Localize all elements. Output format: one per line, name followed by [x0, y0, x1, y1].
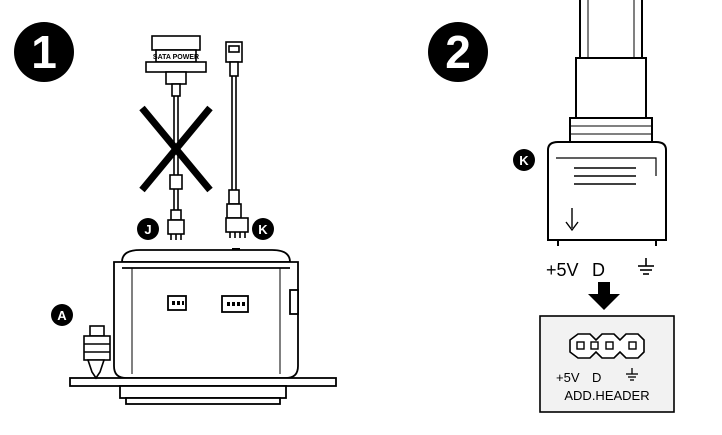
pump-port-pins: [172, 301, 245, 306]
pin-label-plus5v: +5V: [546, 260, 579, 280]
svg-text:J: J: [144, 222, 151, 237]
x-cross-icon: [139, 105, 213, 193]
svg-text:A: A: [57, 308, 67, 323]
sata-power-label: SATA POWER: [153, 54, 199, 61]
header-label-d: D: [592, 370, 601, 385]
step-2-badge: 2: [428, 22, 488, 82]
header-title: ADD.HEADER: [564, 388, 649, 403]
add-header-cable: [225, 41, 249, 238]
header-ground-symbol-icon: [626, 368, 638, 381]
pump-unit: [69, 249, 337, 405]
step-1-badge: 1: [14, 22, 74, 82]
add-header-panel: [539, 315, 675, 413]
down-arrow-icon-step2: [588, 282, 620, 310]
svg-text:2: 2: [445, 26, 471, 78]
fitting-a: [83, 325, 111, 380]
sata-power-cable: [145, 35, 207, 240]
header-label-plus5v: +5V: [556, 370, 580, 385]
callout-k-badge-step1: K: [252, 218, 274, 240]
orientation-arrow-icon: [565, 208, 579, 232]
callout-j-badge: J: [137, 218, 159, 240]
callout-a-badge: A: [51, 304, 73, 326]
svg-text:1: 1: [31, 26, 57, 78]
svg-text:K: K: [258, 222, 268, 237]
pin-label-d: D: [592, 260, 605, 280]
zoomed-add-connector: [547, 0, 667, 246]
ground-symbol-icon: [638, 258, 654, 275]
callout-k-badge-step2: K: [513, 149, 535, 171]
svg-text:K: K: [519, 153, 529, 168]
